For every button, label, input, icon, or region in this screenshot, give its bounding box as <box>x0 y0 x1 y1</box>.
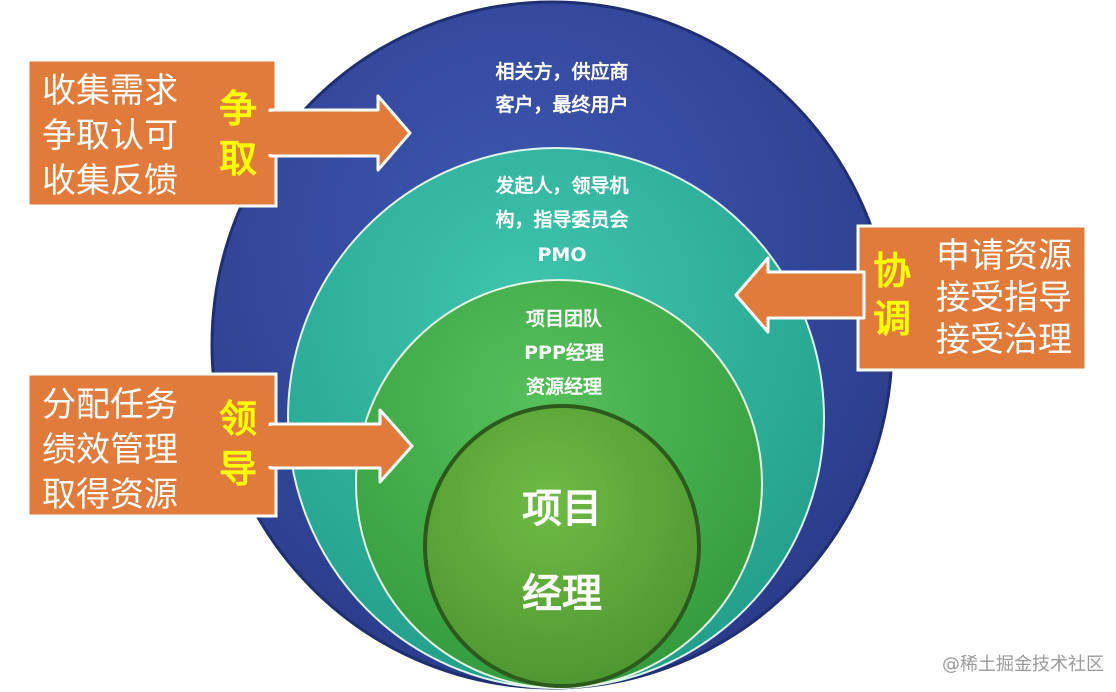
ring-core <box>423 404 701 688</box>
callout-lingdao-verb-2: 导 <box>219 447 257 491</box>
callout-xietiao-verb-1: 协 <box>873 249 911 293</box>
callout-lingdao-verb-1: 领 <box>219 397 257 441</box>
callout-xietiao-item-3: 接受治理 <box>936 320 1072 360</box>
callout-xietiao-item-2: 接受指导 <box>936 278 1072 318</box>
callout-lingdao: 分配任务 绩效管理 取得资源 领 导 <box>26 372 414 518</box>
callout-zhengqu-item-3: 收集反馈 <box>42 161 178 201</box>
callout-zhengqu-verb-2: 取 <box>219 137 257 181</box>
callout-zhengqu-item-1: 收集需求 <box>42 71 178 111</box>
callout-lingdao-item-1: 分配任务 <box>42 385 178 425</box>
ring-third-line-1: 项目团队 <box>526 307 603 330</box>
arrow-right-icon <box>268 408 414 484</box>
callout-xietiao-box <box>856 224 1088 372</box>
callout-xietiao-verb-2: 调 <box>873 297 911 341</box>
arrow-left-icon <box>734 256 866 334</box>
callout-zhengqu-verb-1: 争 <box>219 87 257 131</box>
ring-second-line-1: 发起人，领导机 <box>494 174 628 197</box>
callout-xietiao-item-1: 申请资源 <box>936 236 1072 276</box>
ring-third-line-2: PPP经理 <box>524 341 604 364</box>
ring-second-line-3: PMO <box>538 244 587 266</box>
callout-lingdao-item-2: 绩效管理 <box>42 430 178 470</box>
core-line-2: 经理 <box>522 571 602 617</box>
callout-lingdao-item-3: 取得资源 <box>42 475 178 515</box>
ring-outer-line-1: 相关方，供应商 <box>495 60 628 83</box>
core-line-1: 项目 <box>522 486 602 532</box>
ring-third-line-3: 资源经理 <box>526 375 602 398</box>
callout-lingdao-box <box>26 372 278 518</box>
callout-zhengqu-item-2: 争取认可 <box>42 116 178 156</box>
ring-second-line-2: 构，指导委员会 <box>495 208 628 231</box>
ring-outer-line-2: 客户，最终用户 <box>495 93 628 116</box>
watermark: @稀土掘金技术社区 <box>942 654 1104 675</box>
callout-xietiao: 协 调 申请资源 接受指导 接受治理 <box>734 224 1088 372</box>
arrow-right-icon <box>268 94 412 172</box>
callout-zhengqu: 收集需求 争取认可 收集反馈 争 取 <box>26 58 412 208</box>
